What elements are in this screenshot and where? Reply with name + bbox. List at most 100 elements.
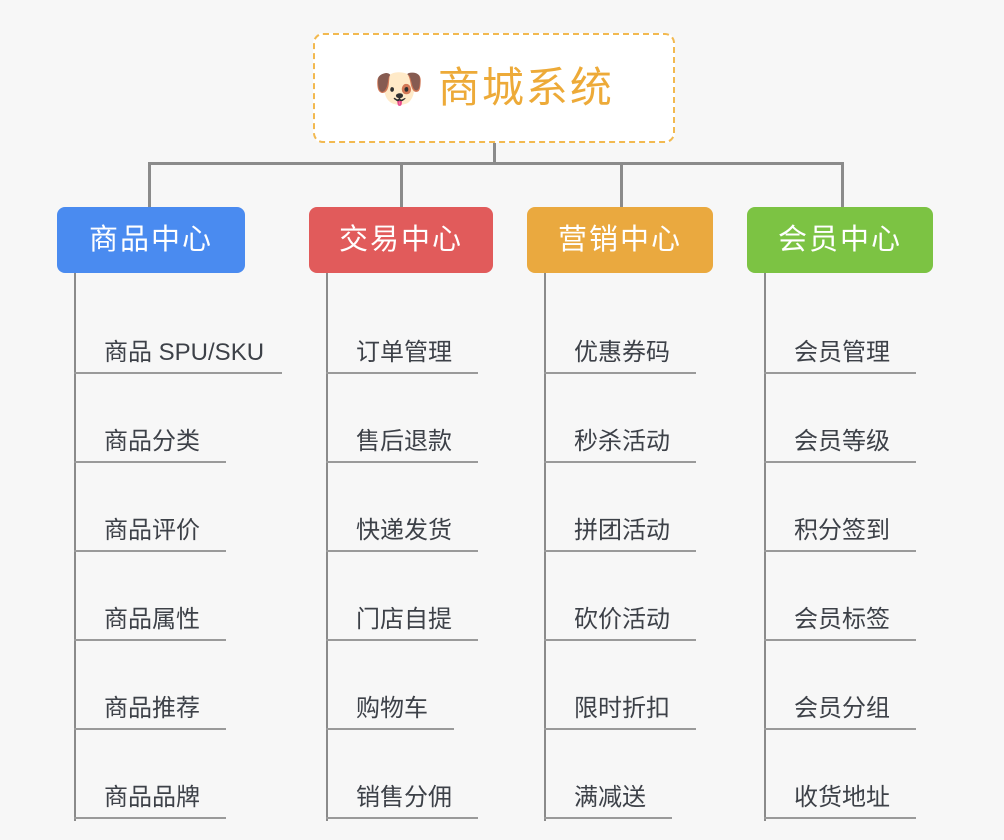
list-item[interactable]: 门店自提 — [326, 552, 493, 641]
connector-drop-4 — [841, 162, 844, 207]
leaf-list-member-center: 会员管理 会员等级 积分签到 会员标签 会员分组 收货地址 — [764, 273, 933, 821]
leaf-underline — [326, 728, 454, 730]
list-item[interactable]: 购物车 — [326, 641, 493, 730]
list-item[interactable]: 销售分佣 — [326, 730, 493, 819]
leaf-spine — [326, 273, 328, 821]
list-item[interactable]: 订单管理 — [326, 285, 493, 374]
leaf-label: 收货地址 — [794, 784, 890, 811]
leaf-label: 优惠券码 — [574, 339, 670, 366]
leaf-label: 商品评价 — [104, 517, 200, 544]
list-item[interactable]: 快递发货 — [326, 463, 493, 552]
leaf-spine — [544, 273, 546, 821]
leaf-list-product-center: 商品 SPU/SKU 商品分类 商品评价 商品属性 商品推荐 商品品牌 — [74, 273, 282, 821]
connector-root-stem — [493, 143, 496, 164]
dog-face-icon: 🐶 — [374, 67, 424, 111]
leaf-underline — [544, 639, 696, 641]
list-item[interactable]: 会员等级 — [764, 374, 933, 463]
leaf-label: 商品推荐 — [104, 695, 200, 722]
leaf-underline — [74, 461, 226, 463]
list-item[interactable]: 收货地址 — [764, 730, 933, 819]
connector-drop-1 — [148, 162, 151, 207]
category-label: 商品中心 — [88, 223, 213, 256]
leaf-underline — [74, 372, 282, 374]
leaf-underline — [764, 372, 916, 374]
leaf-label: 满减送 — [574, 784, 646, 811]
category-label: 会员中心 — [777, 223, 902, 256]
leaf-underline — [326, 550, 478, 552]
leaf-underline — [74, 550, 226, 552]
list-item[interactable]: 会员分组 — [764, 641, 933, 730]
leaf-underline — [764, 728, 916, 730]
list-item[interactable]: 限时折扣 — [544, 641, 713, 730]
category-header-product-center[interactable]: 商品中心 — [57, 207, 245, 273]
leaf-label: 门店自提 — [356, 606, 452, 633]
leaf-underline — [74, 639, 226, 641]
leaf-label: 商品品牌 — [104, 784, 200, 811]
leaf-label: 订单管理 — [356, 339, 452, 366]
category-header-member-center[interactable]: 会员中心 — [747, 207, 933, 273]
leaf-label: 会员分组 — [794, 695, 890, 722]
leaf-label: 砍价活动 — [574, 606, 670, 633]
leaf-label: 商品 SPU/SKU — [104, 339, 265, 366]
list-item[interactable]: 商品分类 — [74, 374, 245, 463]
category-label: 交易中心 — [338, 223, 463, 256]
leaf-label: 售后退款 — [356, 428, 452, 455]
category-header-marketing-center[interactable]: 营销中心 — [527, 207, 713, 273]
leaf-label: 积分签到 — [794, 517, 890, 544]
leaf-underline — [544, 461, 696, 463]
branch-marketing-center: 营销中心 优惠券码 秒杀活动 拼团活动 砍价活动 限时折扣 — [527, 207, 713, 821]
leaf-spine — [74, 273, 76, 821]
leaf-underline — [764, 817, 916, 819]
leaf-underline — [544, 817, 672, 819]
list-item[interactable]: 会员管理 — [764, 285, 933, 374]
leaf-underline — [74, 817, 226, 819]
list-item[interactable]: 商品品牌 — [74, 730, 245, 819]
leaf-label: 会员管理 — [794, 339, 890, 366]
leaf-label: 会员等级 — [794, 428, 890, 455]
leaf-list-marketing-center: 优惠券码 秒杀活动 拼团活动 砍价活动 限时折扣 满减送 — [544, 273, 713, 821]
list-item[interactable]: 拼团活动 — [544, 463, 713, 552]
leaf-underline — [544, 550, 696, 552]
branch-product-center: 商品中心 商品 SPU/SKU 商品分类 商品评价 商品属性 商品推荐 — [57, 207, 282, 821]
leaf-underline — [764, 550, 916, 552]
category-label: 营销中心 — [557, 223, 682, 256]
leaf-label: 购物车 — [356, 695, 428, 722]
leaf-label: 商品分类 — [104, 428, 200, 455]
root-title: 商城系统 — [437, 64, 614, 111]
leaf-label: 会员标签 — [794, 606, 890, 633]
branch-member-center: 会员中心 会员管理 会员等级 积分签到 会员标签 会员分组 — [747, 207, 933, 821]
list-item[interactable]: 积分签到 — [764, 463, 933, 552]
leaf-label: 限时折扣 — [574, 695, 670, 722]
connector-horizontal-bus — [148, 162, 844, 165]
leaf-underline — [544, 728, 696, 730]
leaf-label: 商品属性 — [104, 606, 200, 633]
root-node[interactable]: 🐶 商城系统 — [313, 33, 675, 143]
list-item[interactable]: 会员标签 — [764, 552, 933, 641]
list-item[interactable]: 秒杀活动 — [544, 374, 713, 463]
leaf-label: 拼团活动 — [574, 517, 670, 544]
leaf-label: 秒杀活动 — [574, 428, 670, 455]
list-item[interactable]: 满减送 — [544, 730, 713, 819]
leaf-underline — [326, 817, 478, 819]
leaf-underline — [764, 461, 916, 463]
leaf-underline — [764, 639, 916, 641]
list-item[interactable]: 商品属性 — [74, 552, 245, 641]
leaf-underline — [326, 461, 478, 463]
connector-drop-2 — [400, 162, 403, 207]
branch-trade-center: 交易中心 订单管理 售后退款 快递发货 门店自提 购物车 — [309, 207, 493, 821]
list-item[interactable]: 商品推荐 — [74, 641, 245, 730]
list-item[interactable]: 砍价活动 — [544, 552, 713, 641]
leaf-underline — [74, 728, 226, 730]
leaf-spine — [764, 273, 766, 821]
list-item[interactable]: 售后退款 — [326, 374, 493, 463]
leaf-underline — [544, 372, 696, 374]
leaf-underline — [326, 639, 478, 641]
leaf-underline — [326, 372, 478, 374]
category-header-trade-center[interactable]: 交易中心 — [309, 207, 493, 273]
leaf-list-trade-center: 订单管理 售后退款 快递发货 门店自提 购物车 销售分佣 — [326, 273, 493, 821]
list-item[interactable]: 商品 SPU/SKU — [74, 285, 282, 374]
leaf-label: 销售分佣 — [356, 784, 452, 811]
list-item[interactable]: 优惠券码 — [544, 285, 713, 374]
list-item[interactable]: 商品评价 — [74, 463, 245, 552]
